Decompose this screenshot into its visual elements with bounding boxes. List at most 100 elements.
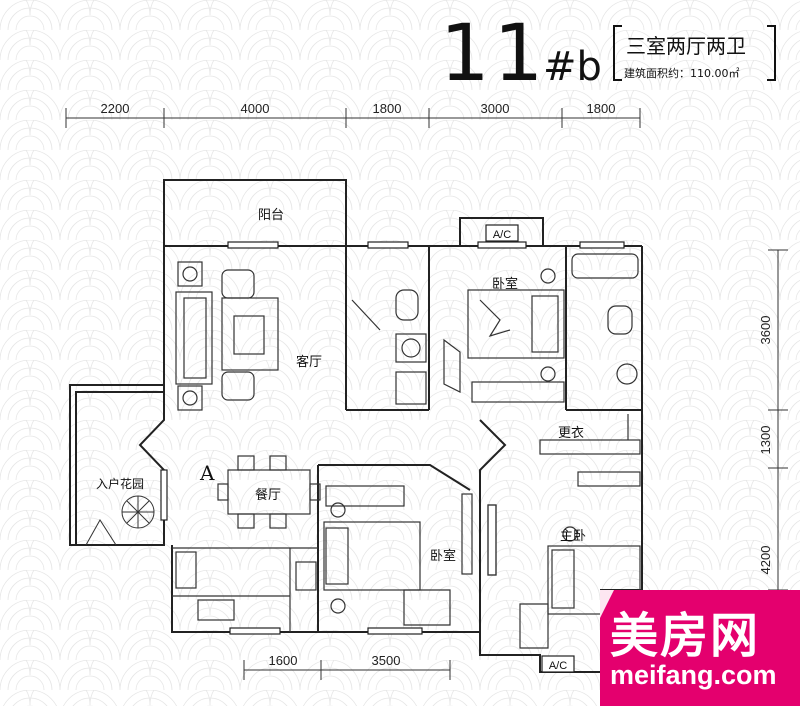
nightstand-bottom-icon: [540, 366, 556, 382]
ac-bottom-unit: [541, 655, 575, 673]
dim-top-5: 1800: [587, 101, 616, 116]
dim-top-4: 3000: [481, 101, 510, 116]
fridge-icon: [175, 551, 197, 589]
label-bedroom-bottom: 卧室: [430, 548, 456, 564]
ac-bottom-label: A/C: [549, 660, 567, 672]
window-living: [227, 241, 279, 249]
dimension-right-labels: 3600 1300 4200: [758, 316, 773, 575]
bedroom-bottom-furniture: [323, 485, 473, 626]
plant-leaves-icon: [122, 496, 154, 528]
chair-2: [269, 455, 287, 471]
label-balcony: 阳台: [258, 208, 284, 223]
sofa: [175, 291, 213, 385]
ac-top-label: A/C: [493, 229, 511, 241]
bedroom-top-furniture: [443, 268, 565, 403]
bathtub-icon: [571, 253, 639, 279]
dim-bottom-1: 1600: [269, 653, 298, 668]
bay-window-bottom: [403, 589, 451, 626]
ac-top-box: [459, 217, 544, 246]
chair-6: [309, 483, 321, 501]
brand-name-en: meifang.com: [610, 660, 777, 690]
toilet-icon: [395, 289, 419, 321]
dim-right-3: 4200: [758, 546, 773, 575]
nightstand-bottom-1-icon: [330, 598, 346, 614]
nightstand-master-icon: [562, 526, 578, 542]
sink-1-bowl-icon: [401, 338, 421, 358]
bed-top-sheet: [479, 299, 511, 338]
label-master: 主卧: [560, 529, 586, 544]
closet-rail-1: [539, 439, 641, 455]
lamp-top-icon: [182, 266, 198, 282]
outer-wall-left-inner: [75, 391, 164, 545]
window-bedroom-bottom: [367, 627, 423, 635]
armchair-top: [221, 269, 255, 299]
bed-top: [467, 289, 565, 359]
wardrobe-bottom: [325, 485, 405, 507]
lamp-bottom-icon: [182, 390, 198, 406]
ac-units: A/C A/C: [485, 224, 575, 673]
area-label: 建筑面积约：110.00㎡: [624, 66, 740, 80]
window-master-side: [487, 504, 497, 576]
sink-1-icon: [395, 333, 427, 363]
kitchen-sink-icon: [295, 561, 317, 591]
entry-door: [85, 519, 117, 546]
dressing-fixtures: [539, 414, 641, 487]
armchair-bottom: [221, 371, 255, 401]
bay-window-top: [443, 338, 461, 393]
dining-furniture: [217, 455, 321, 529]
dim-top-2: 4000: [241, 101, 270, 116]
stove-icon: [197, 599, 235, 621]
nightstand-bottom-2-icon: [330, 502, 346, 518]
layout-type: 三室两厅两卫: [626, 34, 746, 58]
bay-window-master: [519, 603, 549, 649]
wall-corridor: [479, 419, 507, 632]
living-furniture: [175, 261, 279, 411]
closet-rail-2: [577, 471, 641, 487]
bathroom-2-fixtures: [571, 253, 639, 385]
kitchen-fixtures: [172, 547, 318, 632]
dimension-right: [768, 249, 788, 591]
shower-icon: [395, 371, 427, 405]
toilet-2-icon: [607, 305, 633, 335]
dim-right-1: 3600: [758, 316, 773, 345]
windows: [160, 241, 625, 635]
brand-name-cn: 美房网: [610, 608, 761, 664]
header: 11 #b 三室两厅两卫 建筑面积约：110.00㎡: [440, 9, 776, 99]
coffee-table-inner: [233, 315, 265, 355]
bed-bottom: [323, 521, 421, 591]
sink-2-icon: [616, 363, 638, 385]
label-dining: 餐厅: [255, 487, 281, 503]
wall-bedroom2-top: [318, 464, 471, 491]
dimension-bottom: [243, 660, 451, 680]
bed-master: [547, 545, 641, 615]
entry-garden-features: [85, 495, 155, 546]
chair-4: [269, 513, 287, 529]
chair-5: [217, 483, 229, 501]
label-dressing: 更衣: [558, 425, 584, 441]
unit-number: 11: [440, 9, 547, 99]
bracket-left: [613, 25, 622, 81]
side-table-top: [177, 261, 203, 287]
bathroom-1-fixtures: [351, 289, 427, 405]
master-bedroom-furniture: [487, 504, 641, 649]
dim-bottom-2: 3500: [372, 653, 401, 668]
window-bedroom-top: [477, 241, 527, 249]
bed-bottom-pillows: [325, 527, 349, 585]
label-marker-a: A: [199, 461, 215, 485]
chair-3: [237, 513, 255, 529]
unit-suffix: #b: [543, 44, 602, 90]
wardrobe-side: [461, 493, 473, 575]
nightstand-top-icon: [540, 268, 556, 284]
dimension-bottom-labels: 1600 3500: [269, 653, 401, 668]
dimension-top-labels: 2200 4000 1800 3000 1800: [101, 101, 616, 116]
bath1-door: [351, 299, 381, 331]
wardrobe-master: [487, 504, 497, 576]
sofa-inner: [183, 297, 207, 379]
window-bath: [367, 241, 409, 249]
bed-top-pillows: [531, 295, 559, 353]
side-table-bottom: [177, 385, 203, 411]
ac-top-unit: [485, 224, 519, 242]
window-kitchen: [229, 627, 281, 635]
label-entry-garden: 入户花园: [96, 476, 144, 491]
